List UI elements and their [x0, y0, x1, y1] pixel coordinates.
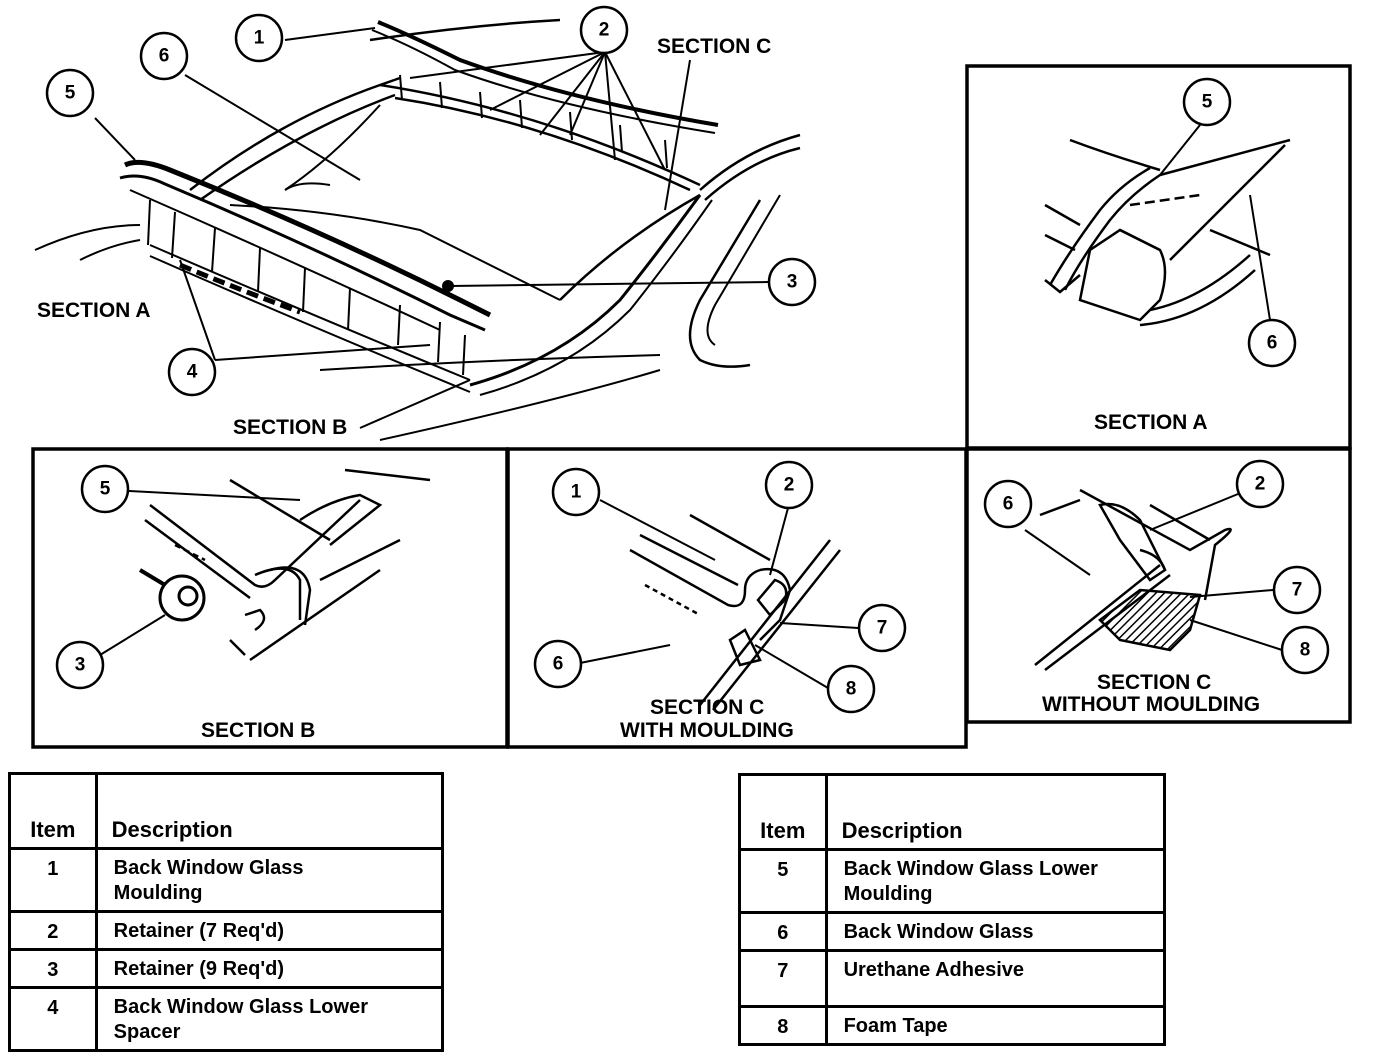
- table-row: 7 Urethane Adhesive: [738, 949, 1167, 1008]
- secCwo-callout-8: 8: [1280, 625, 1330, 675]
- secA-callout-6: 6: [1247, 318, 1297, 368]
- svg-text:5: 5: [65, 83, 76, 104]
- label-section-c-with-2: WITH MOULDING: [620, 719, 794, 742]
- table-header-row: Item Description: [738, 773, 1167, 851]
- panel-section-a: 5 6 SECTION A: [965, 64, 1352, 450]
- callout-4: 4: [167, 347, 217, 397]
- label-section-a-main: SECTION A: [37, 299, 151, 322]
- svg-text:1: 1: [254, 28, 265, 49]
- svg-text:8: 8: [1300, 640, 1311, 661]
- description-line: Urethane Adhesive: [843, 959, 1025, 981]
- svg-text:7: 7: [1292, 580, 1303, 601]
- item-number: 3: [8, 948, 98, 989]
- secCwo-callout-2: 2: [1235, 459, 1285, 509]
- item-number: 7: [738, 949, 828, 1008]
- panel-section-c-with-moulding: 1 2 6 7 8 SECTION C WITH MOULDING: [506, 447, 968, 749]
- secB-callout-5: 5: [80, 464, 130, 514]
- item-number: 5: [738, 848, 828, 914]
- secCw-callout-6: 6: [533, 639, 583, 689]
- secCw-callout-7: 7: [857, 603, 907, 653]
- item-description: Back Window Glass: [824, 911, 1167, 952]
- secB-callout-3: 3: [55, 640, 105, 690]
- description-line: Retainer (9 Req'd): [113, 958, 284, 980]
- table-row: 8 Foam Tape: [738, 1005, 1167, 1046]
- description-line: Spacer: [113, 1021, 181, 1043]
- header-item: Item: [738, 773, 828, 851]
- secCw-callout-2: 2: [764, 460, 814, 510]
- table-row: 3 Retainer (9 Req'd): [8, 948, 445, 989]
- description-line: Moulding: [113, 882, 203, 904]
- svg-text:2: 2: [599, 20, 610, 41]
- secCw-callout-8: 8: [826, 664, 876, 714]
- callout-3: 3: [767, 257, 817, 307]
- svg-text:6: 6: [159, 46, 170, 67]
- item-description: Retainer (7 Req'd): [94, 910, 445, 951]
- callout-2: 2: [579, 5, 629, 55]
- description-line: Moulding: [843, 883, 933, 905]
- item-number: 6: [738, 911, 828, 952]
- svg-text:5: 5: [100, 479, 111, 500]
- item-number: 4: [8, 986, 98, 1052]
- label-section-b-main: SECTION B: [233, 416, 347, 439]
- svg-text:2: 2: [784, 475, 795, 496]
- secA-callout-5: 5: [1182, 77, 1232, 127]
- svg-text:3: 3: [75, 655, 86, 676]
- main-view: [34, 18, 801, 441]
- table-header-row: Item Description: [8, 772, 445, 850]
- svg-text:2: 2: [1255, 474, 1266, 495]
- svg-text:5: 5: [1202, 92, 1213, 113]
- item-number: 8: [738, 1005, 828, 1046]
- secCwo-callout-7: 7: [1272, 565, 1322, 615]
- panel-section-c-without-moulding: 6 2 7 8 SECTION C WITHOUT MOULDING: [965, 447, 1352, 724]
- exploded-diagram: 1 2 6 5 3 4 SECTION C SECTION A SECTION …: [31, 5, 1352, 749]
- main-callouts: 1 2 6 5 3 4: [45, 5, 817, 397]
- description-line: Back Window Glass: [843, 921, 1034, 943]
- callout-6: 6: [139, 31, 189, 81]
- item-number: 1: [8, 847, 98, 913]
- svg-text:6: 6: [553, 654, 564, 675]
- header-description: Description: [94, 772, 445, 850]
- svg-text:6: 6: [1003, 494, 1014, 515]
- svg-text:7: 7: [877, 618, 888, 639]
- svg-text:1: 1: [571, 482, 582, 503]
- description-line: Retainer (7 Req'd): [113, 920, 284, 942]
- svg-text:4: 4: [187, 362, 198, 383]
- label-section-c-main: SECTION C: [657, 35, 771, 58]
- table-row: 2 Retainer (7 Req'd): [8, 910, 445, 951]
- description-line: Foam Tape: [843, 1015, 948, 1037]
- svg-text:3: 3: [787, 272, 798, 293]
- panel-section-b: 5 3 SECTION B: [31, 447, 509, 749]
- label-section-b-panel: SECTION B: [201, 719, 315, 742]
- label-section-c-without-2: WITHOUT MOULDING: [1042, 693, 1260, 716]
- item-description: Foam Tape: [824, 1005, 1167, 1046]
- main-leaders: [94, 27, 769, 429]
- item-number: 2: [8, 910, 98, 951]
- header-item: Item: [8, 772, 98, 850]
- secCwo-callout-6: 6: [983, 479, 1033, 529]
- callout-5: 5: [45, 68, 95, 118]
- description-line: Back Window Glass: [113, 857, 304, 879]
- label-section-c-without-1: SECTION C: [1097, 671, 1211, 694]
- item-description: Retainer (9 Req'd): [94, 948, 445, 989]
- svg-text:8: 8: [846, 679, 857, 700]
- label-section-a-panel: SECTION A: [1094, 411, 1208, 434]
- callout-1: 1: [234, 13, 284, 63]
- description-line: Back Window Glass Lower: [843, 858, 1098, 880]
- secCw-callout-1: 1: [551, 467, 601, 517]
- item-description: Urethane Adhesive: [824, 949, 1167, 1008]
- header-description: Description: [824, 773, 1167, 851]
- svg-text:6: 6: [1267, 333, 1278, 354]
- label-section-c-with-1: SECTION C: [650, 696, 764, 719]
- description-line: Back Window Glass Lower: [113, 996, 368, 1018]
- table-row: 6 Back Window Glass: [738, 911, 1167, 952]
